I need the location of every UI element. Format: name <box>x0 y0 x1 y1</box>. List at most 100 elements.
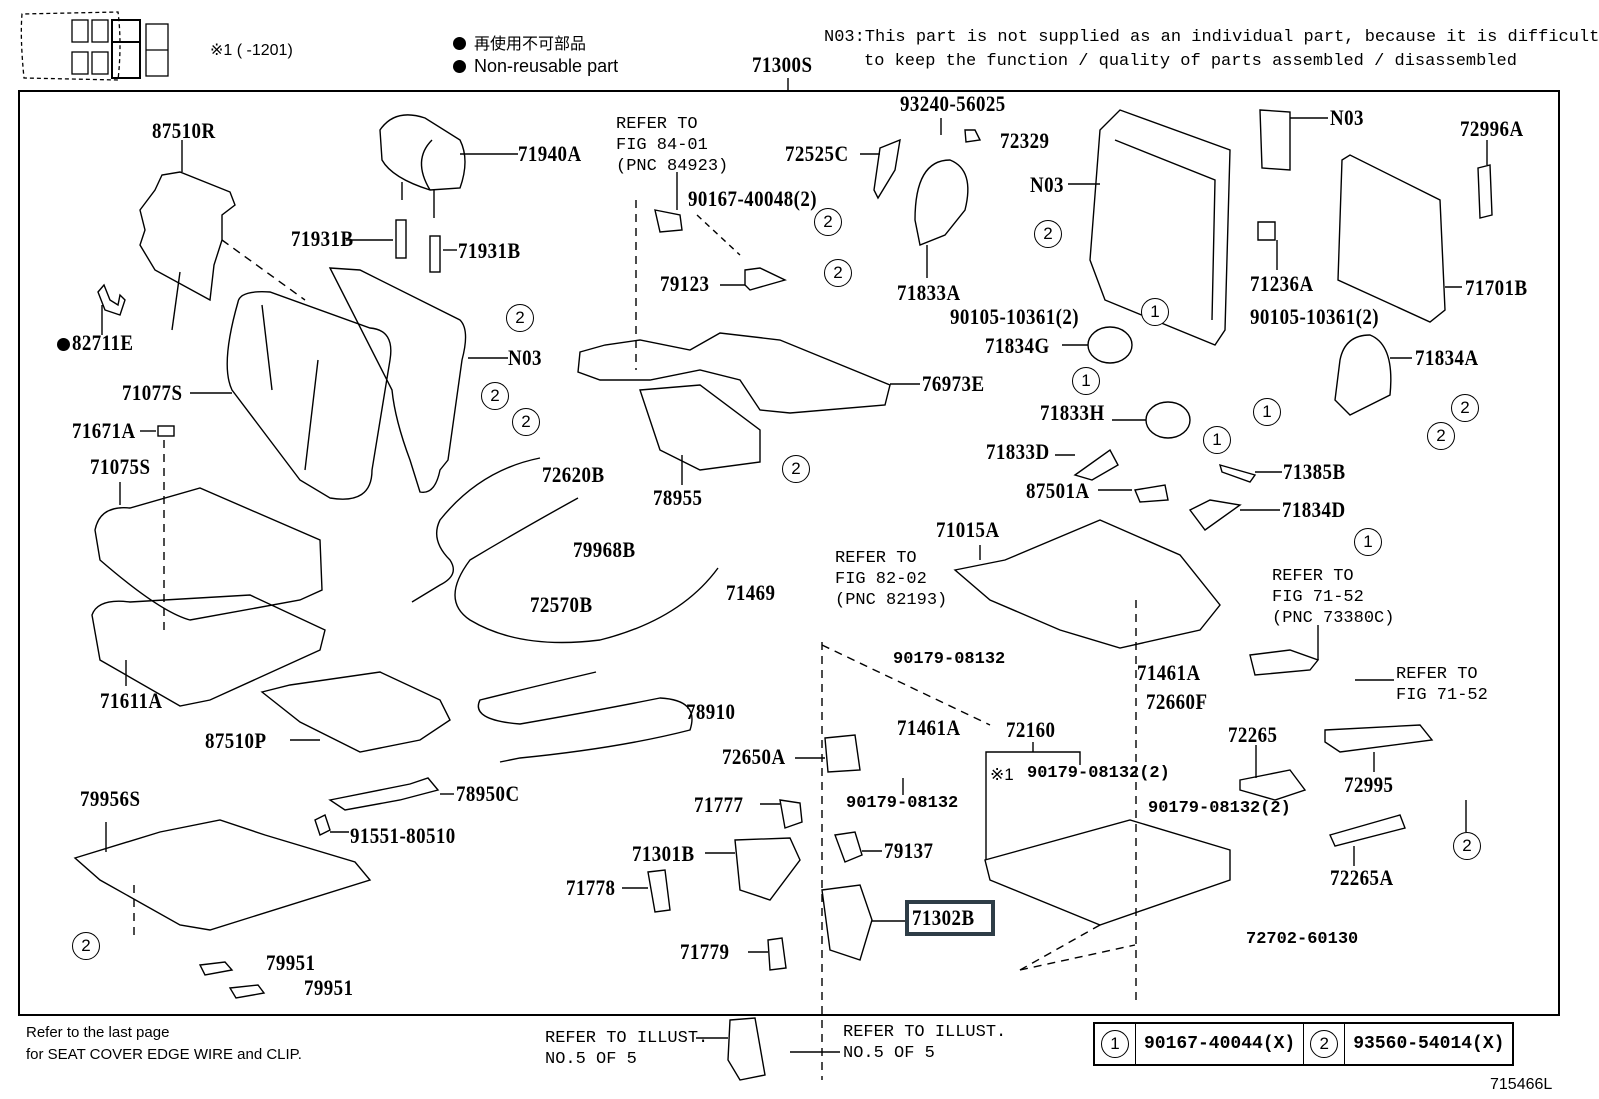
part-label-78910[interactable]: 78910 <box>686 699 736 724</box>
part-label-71778[interactable]: 71778 <box>566 875 616 900</box>
part-label-71833D[interactable]: 71833D <box>986 439 1050 464</box>
legend-part-1[interactable]: 90167-40044(X) <box>1134 1022 1305 1066</box>
headrest-guide <box>429 235 441 273</box>
part-label-71834A[interactable]: 71834A <box>1415 345 1479 370</box>
refer-illust-left[interactable]: REFER TO ILLUST. NO.5 OF 5 <box>545 1029 709 1069</box>
part-label-72660F[interactable]: 72660F <box>1146 689 1208 714</box>
selected-part-highlight <box>905 900 995 936</box>
callout-1[interactable]: 1 <box>1354 528 1382 556</box>
refer-fig-84-01[interactable]: REFER TO FIG 84-01 (PNC 84923) <box>616 115 729 176</box>
callout-2[interactable]: 2 <box>481 382 509 410</box>
part-label-90179-08132-2[interactable]: 90179-08132(2) <box>1027 764 1170 783</box>
callout-2[interactable]: 2 <box>72 932 100 960</box>
part-label-78955[interactable]: 78955 <box>653 485 703 510</box>
legend-nonreusable-en: Non-reusable part <box>453 56 618 77</box>
part-label-72702-60130[interactable]: 72702-60130 <box>1246 930 1359 949</box>
part-label-72620B[interactable]: 72620B <box>542 462 605 487</box>
part-label-79123[interactable]: 79123 <box>660 271 710 296</box>
part-label-90167-40048[interactable]: 90167-40048(2) <box>688 186 817 211</box>
part-label-71777[interactable]: 71777 <box>694 792 744 817</box>
callout-1[interactable]: 1 <box>1203 426 1231 454</box>
part-label-72329[interactable]: 72329 <box>1000 128 1050 153</box>
part-label-90179-08132[interactable]: 90179-08132 <box>893 650 1006 669</box>
part-label-79968B[interactable]: 79968B <box>573 537 636 562</box>
part-label-90179-08132-2[interactable]: 90179-08132(2) <box>1148 799 1291 818</box>
part-label-71940A[interactable]: 71940A <box>518 141 582 166</box>
part-label-N03-frame[interactable]: N03 <box>1030 172 1064 197</box>
refer-fig-82-02[interactable]: REFER TO FIG 82-02 (PNC 82193) <box>835 549 948 610</box>
part-label-79956S[interactable]: 79956S <box>80 786 141 811</box>
part-label-71834D[interactable]: 71834D <box>1282 497 1346 522</box>
part-label-72160[interactable]: 72160 <box>1006 717 1056 742</box>
assembly-number[interactable]: 71300S <box>752 52 813 77</box>
part-label-90105-10361[interactable]: 90105-10361(2) <box>1250 304 1379 329</box>
part-label-N03-cover[interactable]: N03 <box>508 345 542 370</box>
callout-2[interactable]: 2 <box>1427 422 1455 450</box>
part-label-79951[interactable]: 79951 <box>266 950 316 975</box>
part-label-87510R[interactable]: 87510R <box>152 118 216 143</box>
refer-illust-right[interactable]: REFER TO ILLUST. NO.5 OF 5 <box>843 1023 1007 1063</box>
part-label-N03-airbag[interactable]: N03 <box>1330 105 1364 130</box>
part-label-71469[interactable]: 71469 <box>726 580 776 605</box>
callout-2[interactable]: 2 <box>782 455 810 483</box>
callout-2[interactable]: 2 <box>1034 220 1062 248</box>
part-label-71931B[interactable]: 71931B <box>458 238 521 263</box>
part-label-71834G[interactable]: 71834G <box>985 333 1050 358</box>
callout-1-icon: 1 <box>1101 1030 1129 1058</box>
callout-1[interactable]: 1 <box>1141 298 1169 326</box>
part-label-71461A[interactable]: 71461A <box>897 715 961 740</box>
part-label-90179-08132[interactable]: 90179-08132 <box>846 794 959 813</box>
callout-2[interactable]: 2 <box>506 304 534 332</box>
part-label-71833A[interactable]: 71833A <box>897 280 961 305</box>
part-label-71671A[interactable]: 71671A <box>72 418 136 443</box>
part-label-87501A[interactable]: 87501A <box>1026 478 1090 503</box>
diagram-frame <box>18 90 1560 1016</box>
part-label-71075S[interactable]: 71075S <box>90 454 151 479</box>
part-label-91551-80510[interactable]: 91551-80510 <box>350 823 456 848</box>
part-label-72996A[interactable]: 72996A <box>1460 116 1524 141</box>
recliner-cover-71833A <box>914 159 969 246</box>
part-label-71077S[interactable]: 71077S <box>122 380 183 405</box>
part-label-71385B[interactable]: 71385B <box>1283 459 1346 484</box>
part-label-71931B[interactable]: 71931B <box>291 226 354 251</box>
part-label-71701B[interactable]: 71701B <box>1465 275 1528 300</box>
part-label-72265[interactable]: 72265 <box>1228 722 1278 747</box>
part-label-87510P[interactable]: 87510P <box>205 728 267 753</box>
n03-note-line2: to keep the function / quality of parts … <box>864 52 1517 71</box>
part-label-79137[interactable]: 79137 <box>884 838 934 863</box>
part-label-71611A[interactable]: 71611A <box>100 688 163 713</box>
part-label-78950C[interactable]: 78950C <box>456 781 520 806</box>
callout-2[interactable]: 2 <box>814 208 842 236</box>
seat-cushion-pad <box>91 594 326 707</box>
part-label-71015A[interactable]: 71015A <box>936 517 1000 542</box>
part-label-72525C[interactable]: 72525C <box>785 141 849 166</box>
part-label-90105-10361[interactable]: 90105-10361(2) <box>950 304 1079 329</box>
part-label-76973E[interactable]: 76973E <box>922 371 985 396</box>
callout-2[interactable]: 2 <box>1451 394 1479 422</box>
legend-key-cell: 1 <box>1093 1022 1136 1066</box>
part-label-82711E[interactable]: 82711E <box>57 332 143 355</box>
refer-fig-71-52-pnc[interactable]: REFER TO FIG 71-52 (PNC 73380C) <box>1272 567 1395 628</box>
callout-1[interactable]: 1 <box>1253 398 1281 426</box>
legend-nonreusable-jp: 再使用不可部品 <box>453 30 586 54</box>
callout-2[interactable]: 2 <box>1453 832 1481 860</box>
part-label-71461A[interactable]: 71461A <box>1137 660 1201 685</box>
part-label-71236A[interactable]: 71236A <box>1250 271 1314 296</box>
part-label-72265A[interactable]: 72265A <box>1330 865 1394 890</box>
callout-2[interactable]: 2 <box>512 408 540 436</box>
part-label-72650A[interactable]: 72650A <box>722 744 786 769</box>
part-label-71779[interactable]: 71779 <box>680 939 730 964</box>
part-label-72570B[interactable]: 72570B <box>530 592 593 617</box>
callout-2[interactable]: 2 <box>824 259 852 287</box>
part-label-71833H[interactable]: 71833H <box>1040 400 1105 425</box>
part-label-71301B[interactable]: 71301B <box>632 841 695 866</box>
part-label-93240-56025[interactable]: 93240-56025 <box>900 91 1006 116</box>
part-label-79951[interactable]: 79951 <box>304 975 354 1000</box>
legend-part-2[interactable]: 93560-54014(X) <box>1344 1022 1514 1066</box>
callout-1[interactable]: 1 <box>1072 367 1100 395</box>
refer-fig-71-52[interactable]: REFER TO FIG 71-52 <box>1396 665 1488 705</box>
part-label-72995[interactable]: 72995 <box>1344 772 1394 797</box>
cover-71833D <box>1073 448 1119 481</box>
seat-cushion-cover <box>94 487 323 621</box>
part-label-71302B[interactable]: 71302B <box>912 905 975 930</box>
